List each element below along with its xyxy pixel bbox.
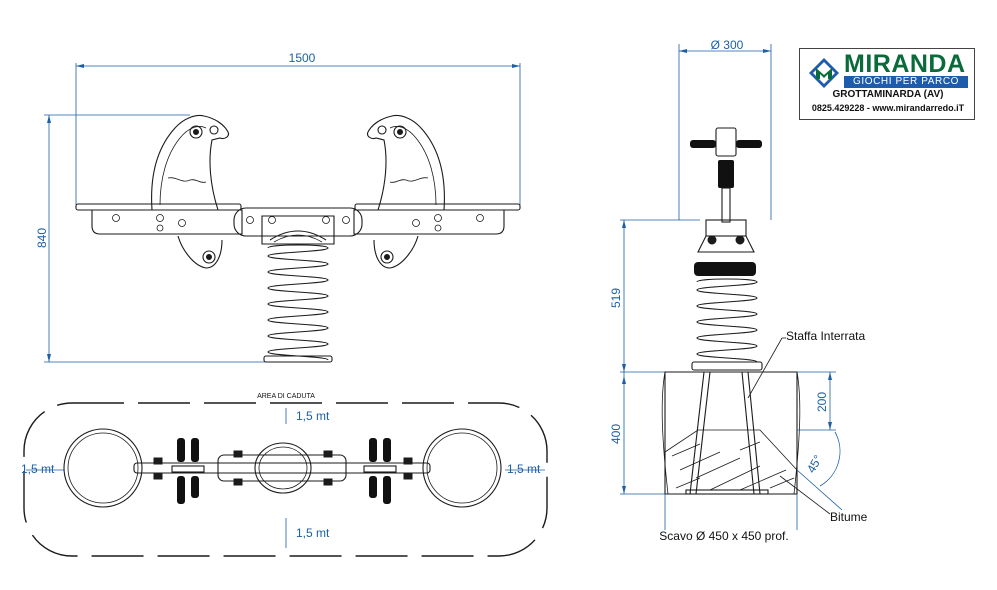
plan-handle-right <box>363 438 397 504</box>
bracket-note: Staffa Interrata <box>786 329 865 343</box>
front-view: 1500 840 <box>35 51 521 363</box>
width-dimension: 1500 <box>289 51 316 65</box>
brand-name: MIRANDA <box>844 50 966 78</box>
fall-area-title: AREA DI CADUTA <box>257 393 315 400</box>
company-logo-box: MIRANDA GIOCHI PER PARCO GROTTAMINARDA (… <box>799 48 975 120</box>
top-clearance: 1,5 mt <box>296 409 330 423</box>
spring-height-dimension: 519 <box>609 288 623 308</box>
bitumen-note: Bitume <box>830 510 868 524</box>
brand-tagline: GIOCHI PER PARCO <box>844 76 968 88</box>
excavation-depth-dimension: 400 <box>609 424 623 444</box>
miranda-logo-icon <box>809 58 839 88</box>
angle-dimension: 45° <box>804 452 825 475</box>
excavation-note: Scavo Ø 450 x 450 prof. <box>659 529 788 543</box>
front-spring <box>263 244 333 363</box>
plan-view: AREA DI CADUTA 1,5 mt 1,5 mt 1,5 mt 1,5 … <box>21 393 548 557</box>
bottom-clearance: 1,5 mt <box>296 526 330 540</box>
concrete-height-dimension: 200 <box>815 392 829 412</box>
plan-handle-left <box>171 438 205 504</box>
brand-contact: 0825.429228 - www.mirandarredo.iT <box>811 103 965 113</box>
brand-city: GROTTAMINARDA (AV) <box>832 89 944 100</box>
left-clearance: 1,5 mt <box>21 462 55 476</box>
side-view: Ø 300 519 <box>609 38 868 543</box>
right-clearance: 1,5 mt <box>507 462 541 476</box>
diameter-dimension: Ø 300 <box>711 38 744 52</box>
side-spring <box>691 278 763 371</box>
height-dimension: 840 <box>35 228 49 248</box>
